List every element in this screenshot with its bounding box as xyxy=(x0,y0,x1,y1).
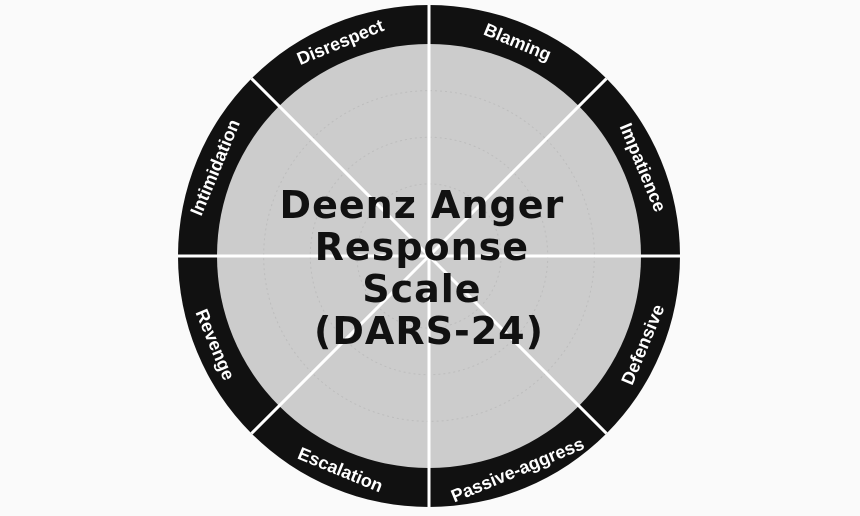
divider-line-2 xyxy=(427,77,608,258)
title-line-3: Scale xyxy=(362,267,481,311)
divider-line-8 xyxy=(250,77,431,258)
segment-dividers xyxy=(178,5,680,507)
title-line-2: Response xyxy=(315,225,529,269)
divider-line-6 xyxy=(250,254,431,435)
title-line-4: (DARS-24) xyxy=(314,309,544,353)
scale-title: Deenz Anger Response Scale (DARS-24) xyxy=(280,183,579,353)
title-line-1: Deenz Anger xyxy=(280,183,565,227)
divider-line-4 xyxy=(427,254,608,435)
